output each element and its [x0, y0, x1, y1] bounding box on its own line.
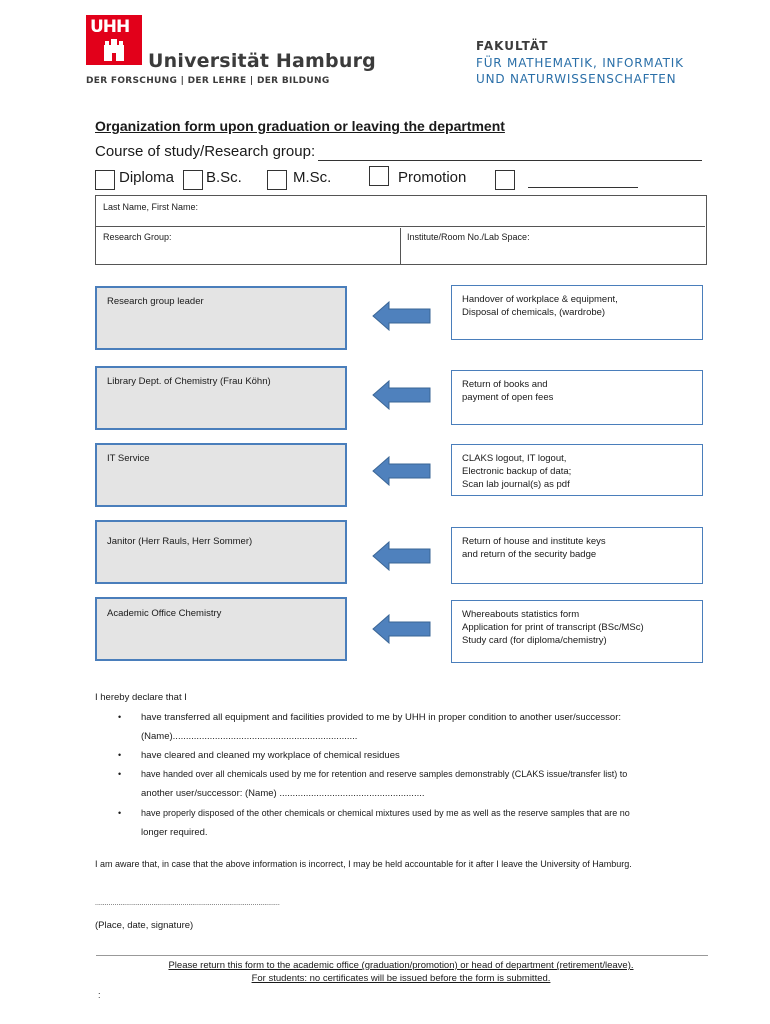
department-label: Janitor (Herr Rauls, Herr Sommer) [107, 536, 253, 547]
faculty-line-1: FAKULTÄT [476, 39, 549, 53]
declaration-item: have properly disposed of the other chem… [141, 808, 630, 818]
task-line: CLAKS logout, IT logout, [462, 453, 567, 464]
task-line: and return of the security badge [462, 549, 597, 560]
arrow-left-icon [372, 614, 431, 644]
task-line: Application for print of transcript (BSc… [462, 622, 644, 633]
task-box: CLAKS logout, IT logout, Electronic back… [451, 444, 703, 496]
promotion-label: Promotion [398, 169, 467, 186]
bullet-dot: • [118, 769, 122, 779]
task-line: Handover of workplace & equipment, [462, 294, 618, 305]
arrow-left-icon [372, 301, 431, 331]
footer-line-2: For students: no certificates will be is… [251, 973, 551, 984]
department-label: Library Dept. of Chemistry (Frau Köhn) [107, 376, 271, 387]
university-tagline: DER FORSCHUNG | DER LEHRE | DER BILDUNG [86, 76, 330, 86]
course-label: Course of study/Research group: [95, 143, 316, 160]
diploma-label: Diploma [119, 169, 175, 186]
task-line: Scan lab journal(s) as pdf [462, 479, 570, 490]
bullet-dot: • [118, 750, 122, 760]
uhh-logo: UHH [86, 15, 142, 65]
library-box[interactable]: Library Dept. of Chemistry (Frau Köhn) [95, 366, 347, 430]
arrow-left-icon [372, 541, 431, 571]
arrow-left-icon [372, 380, 431, 410]
declaration-item: have transferred all equipment and facil… [141, 712, 622, 723]
footer-mark: : [98, 990, 101, 1000]
signature-line[interactable]: ........................................… [95, 900, 280, 907]
declaration-item-cont: another user/successor: (Name) .........… [141, 788, 425, 799]
academic-office-box[interactable]: Academic Office Chemistry [95, 597, 347, 661]
course-input-line[interactable] [318, 160, 702, 161]
task-line: Return of house and institute keys [462, 536, 606, 547]
msc-checkbox[interactable] [267, 170, 287, 190]
declaration-item: have handed over all chemicals used by m… [141, 769, 628, 779]
task-line: Electronic backup of data; [462, 466, 572, 477]
footer-divider [96, 955, 708, 956]
signature-label: (Place, date, signature) [95, 920, 194, 931]
bullet-dot: • [118, 712, 122, 722]
table-divider [400, 228, 401, 264]
name-row[interactable] [95, 195, 705, 227]
footer-line-1: Please return this form to the academic … [168, 960, 634, 971]
task-box: Handover of workplace & equipment, Dispo… [451, 285, 703, 340]
declaration-item-cont: (Name)..................................… [141, 731, 358, 742]
declaration-item-cont: longer required. [141, 827, 208, 838]
department-label: Academic Office Chemistry [107, 608, 222, 619]
other-degree-line[interactable] [528, 187, 638, 188]
task-line: Return of books and [462, 379, 548, 390]
faculty-line-3: UND NATURWISSENSCHAFTEN [476, 72, 677, 86]
awareness-statement: I am aware that, in case that the above … [95, 859, 632, 869]
other-checkbox[interactable] [495, 170, 515, 190]
task-line: payment of open fees [462, 392, 554, 403]
personal-info-table [95, 195, 707, 265]
institute-field[interactable] [401, 228, 704, 263]
bullet-dot: • [118, 808, 122, 818]
task-box: Return of books and payment of open fees [451, 370, 703, 425]
institute-label: Institute/Room No./Lab Space: [407, 232, 530, 242]
logo-text: UHH [90, 17, 130, 37]
msc-label: M.Sc. [293, 169, 332, 186]
castle-icon [104, 39, 124, 61]
janitor-box[interactable]: Janitor (Herr Rauls, Herr Sommer) [95, 520, 347, 584]
task-box: Return of house and institute keys and r… [451, 527, 703, 584]
it-service-box[interactable]: IT Service [95, 443, 347, 507]
promotion-checkbox[interactable] [369, 166, 389, 186]
task-line: Whereabouts statistics form [462, 609, 580, 620]
bsc-checkbox[interactable] [183, 170, 203, 190]
form-title: Organization form upon graduation or lea… [95, 118, 505, 134]
arrow-left-icon [372, 456, 431, 486]
research-group-field[interactable] [96, 228, 400, 263]
declaration-item: have cleared and cleaned my workplace of… [141, 750, 400, 761]
research-group-leader-box[interactable]: Research group leader [95, 286, 347, 350]
department-label: Research group leader [107, 296, 204, 307]
task-line: Study card (for diploma/chemistry) [462, 635, 607, 646]
bsc-label: B.Sc. [206, 169, 242, 186]
university-name: Universität Hamburg [148, 50, 376, 72]
diploma-checkbox[interactable] [95, 170, 115, 190]
research-group-label: Research Group: [103, 232, 172, 242]
task-box: Whereabouts statistics form Application … [451, 600, 703, 663]
name-label: Last Name, First Name: [103, 202, 199, 212]
faculty-line-2: FÜR MATHEMATIK, INFORMATIK [476, 56, 684, 70]
department-label: IT Service [107, 453, 150, 464]
declaration-intro: I hereby declare that I [95, 692, 187, 703]
task-line: Disposal of chemicals, (wardrobe) [462, 307, 606, 318]
